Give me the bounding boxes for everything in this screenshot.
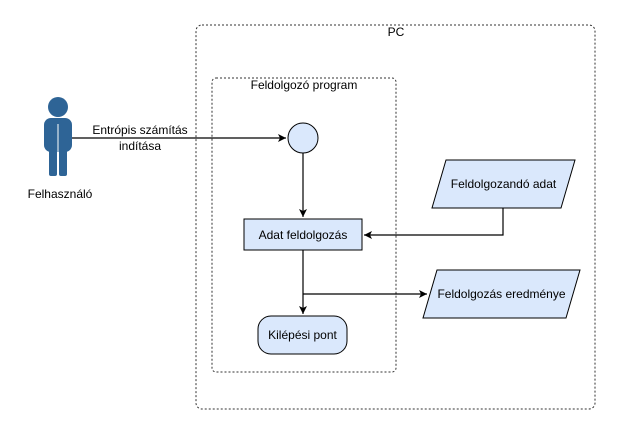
pc-label: PC xyxy=(387,25,405,39)
output-data-label: Feldolgozás eredménye xyxy=(437,287,566,301)
start-edge-label-line2: indítása xyxy=(118,139,162,153)
exit-label: Kilépési pont xyxy=(268,328,337,342)
start-node[interactable] xyxy=(287,122,319,154)
output-data-node[interactable] xyxy=(422,269,581,319)
input-data-node[interactable] xyxy=(431,159,576,209)
pc-container xyxy=(195,24,596,410)
actor-name: Felhasználó xyxy=(27,187,93,201)
user-icon xyxy=(44,97,72,176)
input-data-label: Feldolgozandó adat xyxy=(450,177,557,191)
program-label: Feldolgozó program xyxy=(250,78,358,92)
exit-node[interactable] xyxy=(257,315,348,355)
program-container xyxy=(211,77,397,373)
input-to-process-edge xyxy=(364,208,504,239)
start-edge-label-line1: Entrópis számítás xyxy=(92,123,188,137)
process-label: Adat feldolgozás xyxy=(258,227,348,242)
process-node[interactable] xyxy=(243,218,363,251)
